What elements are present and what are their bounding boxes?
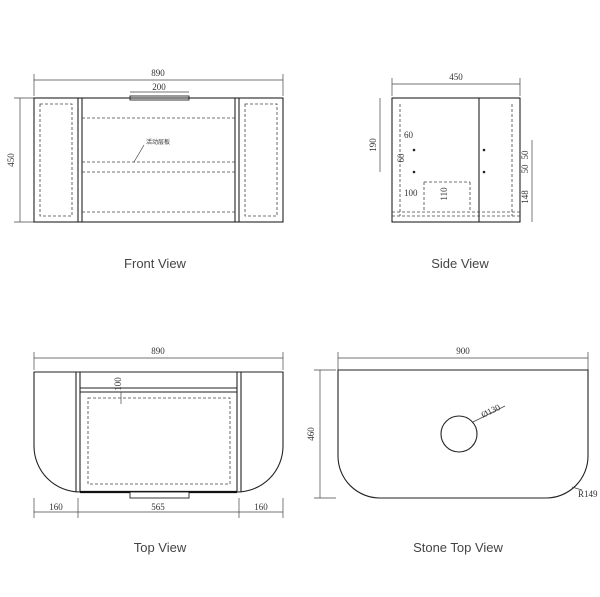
radius-leader-line [571, 486, 583, 491]
side-dim-110: 110 [439, 187, 449, 201]
top-cabinet-outline [33, 371, 284, 493]
radius-label: R149 [578, 489, 598, 499]
stone-height-label: 460 [306, 427, 316, 441]
side-dim-148: 148 [520, 190, 530, 204]
top-handle [129, 491, 190, 499]
hole-leader-line [472, 405, 506, 423]
side-dim-190: 190 [368, 138, 378, 152]
top-view-caption: Top View [134, 540, 187, 555]
front-cabinet-outline [33, 97, 284, 223]
side-dim-60-v: 60 [396, 153, 406, 163]
stone-top-view: 900 460 Ø130 R149 Stone Top View [306, 346, 598, 555]
side-view-caption: Side View [431, 256, 489, 271]
front-height-label: 450 [6, 153, 16, 167]
right-side-panel-hidden [244, 103, 278, 217]
stone-top-view-caption: Stone Top View [413, 540, 503, 555]
top-dim-center: 565 [151, 502, 165, 512]
side-dim-100: 100 [404, 188, 418, 198]
shelf-leader-line [133, 144, 145, 163]
stone-top-outline [337, 369, 589, 499]
left-side-panel-hidden [39, 103, 73, 217]
top-drawer-hidden [87, 397, 231, 485]
handle-width-label: 200 [152, 82, 166, 92]
top-dim-left: 160 [49, 502, 63, 512]
top-depth-label: 100 [113, 377, 123, 391]
front-view: 890 450 200 活动层板 Front View [6, 68, 284, 271]
hole-diameter-label: Ø130 [479, 402, 502, 420]
side-cabinet-outline [391, 97, 521, 223]
side-dim-50-bottom: 50 [520, 164, 530, 174]
side-dim-60-h: 60 [404, 130, 414, 140]
side-dim-50-top: 50 [520, 150, 530, 160]
stone-width-label: 900 [456, 346, 470, 356]
front-width-label: 890 [151, 68, 165, 78]
front-view-caption: Front View [124, 256, 187, 271]
top-width-label: 890 [151, 346, 165, 356]
basin-hole [440, 415, 478, 453]
side-view: 450 190 60 60 100 110 50 50 148 Side Vie… [368, 72, 533, 271]
top-view: 890 100 160 565 160 Top View [33, 346, 284, 555]
top-dim-right: 160 [254, 502, 268, 512]
side-width-label: 450 [449, 72, 463, 82]
shelf-note-label: 活动层板 [146, 138, 170, 146]
